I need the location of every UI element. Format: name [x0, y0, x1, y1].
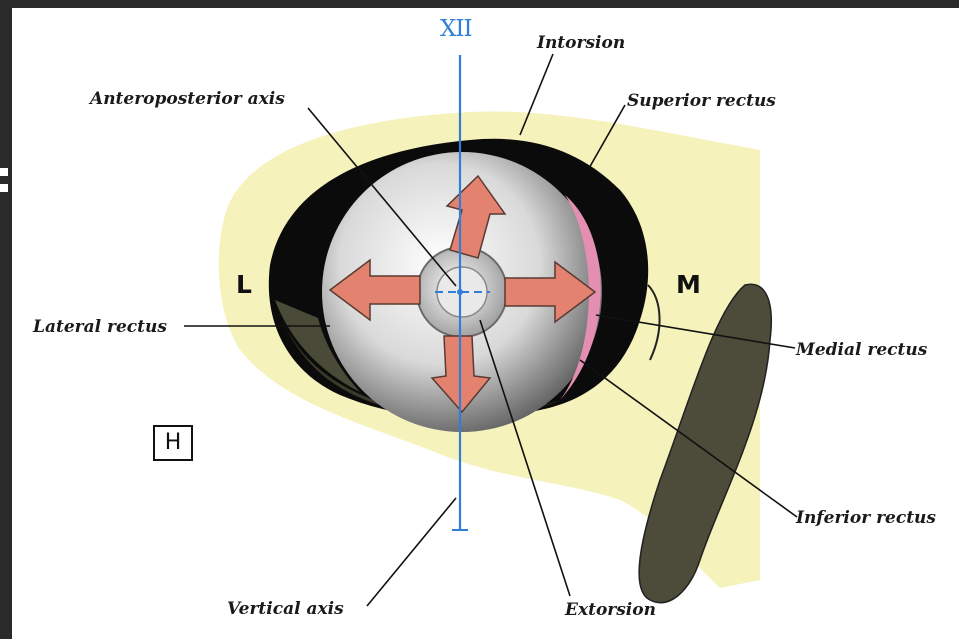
- label-extorsion: Extorsion: [565, 600, 656, 620]
- label-inferior-rectus: Inferior rectus: [796, 508, 936, 528]
- label-superior-rectus: Superior rectus: [627, 91, 776, 111]
- boxed-letter: H: [153, 425, 193, 461]
- side-label-medial: M: [676, 270, 701, 299]
- label-vertical-axis: Vertical axis: [227, 599, 344, 619]
- label-anteroposterior-axis: Anteroposterior axis: [90, 89, 285, 109]
- label-intorsion: Intorsion: [537, 33, 625, 53]
- label-lateral-rectus: Lateral rectus: [33, 317, 167, 337]
- axis-center: [457, 289, 463, 295]
- leader-vertical-axis: [367, 498, 456, 606]
- side-label-left: L: [236, 270, 252, 299]
- label-medial-rectus: Medial rectus: [796, 340, 927, 360]
- axis-marker-label: XII: [440, 16, 472, 42]
